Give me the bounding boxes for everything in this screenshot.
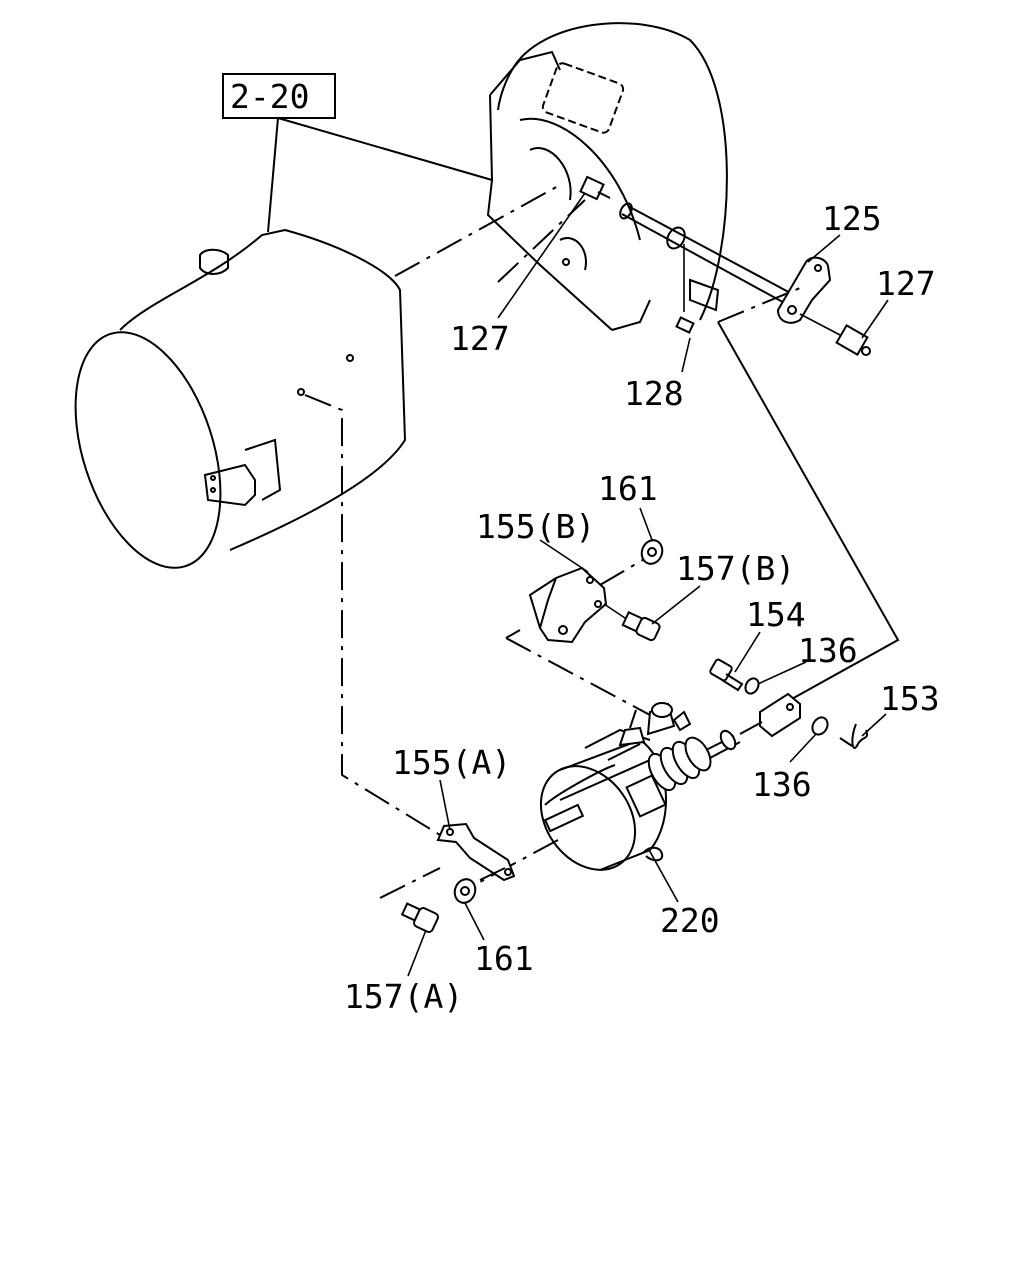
callout-157a: 157(A) [344, 977, 463, 1016]
key-128[interactable] [675, 316, 695, 334]
callout-127-right: 127 [876, 264, 936, 303]
callout-136-top: 136 [798, 631, 858, 670]
bolt-127-housing[interactable] [579, 175, 611, 201]
ref-leader-2 [277, 117, 493, 181]
alignment-line-6 [505, 629, 651, 716]
callout-125: 125 [822, 199, 882, 238]
leader-lines [407, 192, 889, 977]
brake-housing-cylinder [74, 228, 407, 569]
alignment-line-5 [599, 557, 647, 586]
callout-161-top: 161 [598, 469, 658, 508]
alignment-line-3 [304, 394, 441, 836]
callout-136-bottom: 136 [752, 765, 812, 804]
callout-127-left: 127 [450, 319, 510, 358]
callout-labels: 125 127 127 128 161 155(B) 157(B) 154 13… [344, 199, 940, 1016]
reference-box[interactable]: 2-20 [222, 73, 336, 119]
callout-220: 220 [660, 901, 720, 940]
nut-161-top[interactable] [638, 537, 665, 566]
flywheel-housing [486, 22, 728, 331]
bolt-154[interactable] [709, 658, 744, 692]
bolt-157a[interactable] [400, 902, 439, 934]
linkage-leader [717, 321, 900, 701]
bracket-155b[interactable] [528, 566, 608, 644]
nut-161-bottom[interactable] [451, 876, 478, 905]
alignment-line-7 [479, 839, 559, 883]
callout-155b: 155(B) [476, 507, 595, 546]
alignment-line-8 [379, 867, 506, 899]
washer-136-top[interactable] [743, 676, 761, 696]
callout-153: 153 [880, 679, 940, 718]
bolt-157b[interactable] [603, 603, 661, 642]
ref-leader-1 [267, 117, 279, 233]
callout-128: 128 [624, 374, 684, 413]
alignment-line-1 [394, 184, 561, 277]
control-shaft [619, 202, 797, 307]
rod-end [739, 721, 763, 735]
reference-box-label: 2-20 [230, 77, 309, 116]
alignment-line-4 [717, 287, 801, 323]
callout-161-bottom: 161 [474, 939, 534, 978]
bracket-155a[interactable] [436, 822, 516, 882]
cotter-pin-153[interactable] [839, 723, 868, 749]
clevis[interactable] [759, 692, 801, 738]
bolt-127-right[interactable] [799, 313, 871, 357]
callout-154: 154 [746, 595, 806, 634]
washer-136-bottom[interactable] [809, 715, 830, 738]
callout-155a: 155(A) [392, 743, 511, 782]
callout-157b: 157(B) [676, 549, 795, 588]
air-cylinder-220[interactable] [521, 702, 741, 888]
